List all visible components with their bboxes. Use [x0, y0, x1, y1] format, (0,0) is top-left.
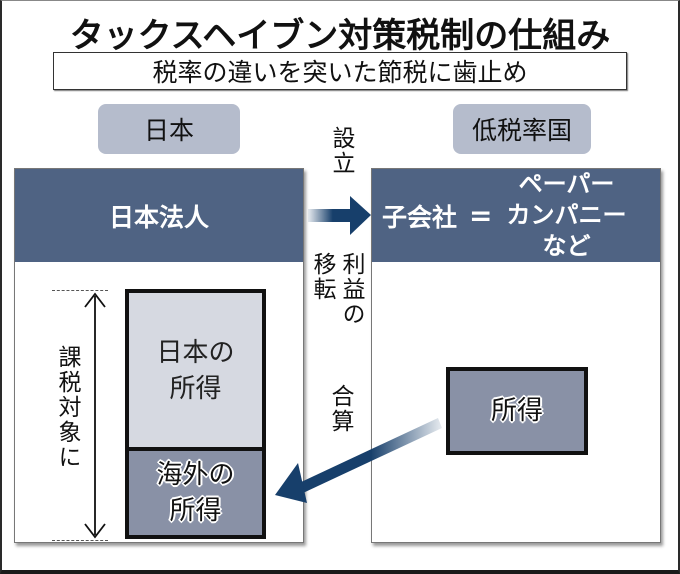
paper-company-label: ペーパー カンパニー など — [506, 169, 626, 262]
domestic-income-box: 日本の 所得 — [125, 289, 266, 452]
equals-sign: = — [469, 199, 493, 232]
consolidation-arrow-icon — [275, 418, 442, 503]
subtitle: 税率の違いを突いた節税に歯止め — [152, 58, 528, 87]
domestic-income-line-2: 所得 — [169, 373, 222, 404]
country-label-japan-text: 日本 — [143, 116, 194, 145]
subsidiary-income-box: 所得 — [446, 367, 588, 455]
profit-transfer-line-2: 移転 — [309, 252, 335, 302]
subsidiary-label: 子会社 — [382, 202, 458, 232]
consolidate-label: 合算 — [327, 384, 353, 434]
bracket-bottom-dashline — [52, 540, 108, 541]
foreign-income-line-1: 海外の — [156, 460, 235, 490]
bracket-top-dashline — [52, 290, 108, 291]
foreign-income-line-2: 所得 — [169, 496, 222, 526]
paper-company-line-3: など — [542, 232, 591, 260]
establish-label: 設立 — [328, 126, 354, 176]
japan-corporation-label: 日本法人 — [108, 202, 209, 232]
japan-corporation-header: 日本法人 — [15, 169, 303, 262]
consolidation-arrow-head — [275, 463, 307, 503]
consolidation-arrow-shaft — [299, 418, 442, 493]
foreign-income-box: 海外の 所得 — [125, 447, 266, 539]
profit-transfer-line-1: 利益の — [338, 252, 364, 327]
taxable-range-arrow-icon — [84, 292, 106, 539]
domestic-income-line-1: 日本の — [156, 337, 235, 368]
taxable-label: 課税対象に — [54, 345, 80, 470]
low-tax-panel: 子会社 = ペーパー カンパニー など — [371, 168, 661, 543]
paper-company-line-1: ペーパー — [518, 170, 615, 198]
country-label-low-tax: 低税率国 — [453, 104, 591, 154]
country-label-japan: 日本 — [98, 104, 240, 154]
establish-arrow-icon — [308, 196, 371, 235]
establish-arrow-head — [350, 196, 371, 235]
country-label-low-tax-text: 低税率国 — [471, 116, 572, 145]
establish-arrow-shaft — [308, 209, 353, 222]
subsidiary-header: 子会社 = ペーパー カンパニー など — [372, 169, 660, 262]
profit-transfer-label: 利益の 移転 — [307, 252, 365, 327]
subsidiary-income-label: 所得 — [490, 396, 543, 426]
paper-company-line-2: カンパニー — [506, 201, 627, 229]
diagram-title: タックスヘイブン対策税制の仕組み — [69, 16, 611, 56]
subtitle-box: 税率の違いを突いた節税に歯止め — [53, 52, 627, 90]
